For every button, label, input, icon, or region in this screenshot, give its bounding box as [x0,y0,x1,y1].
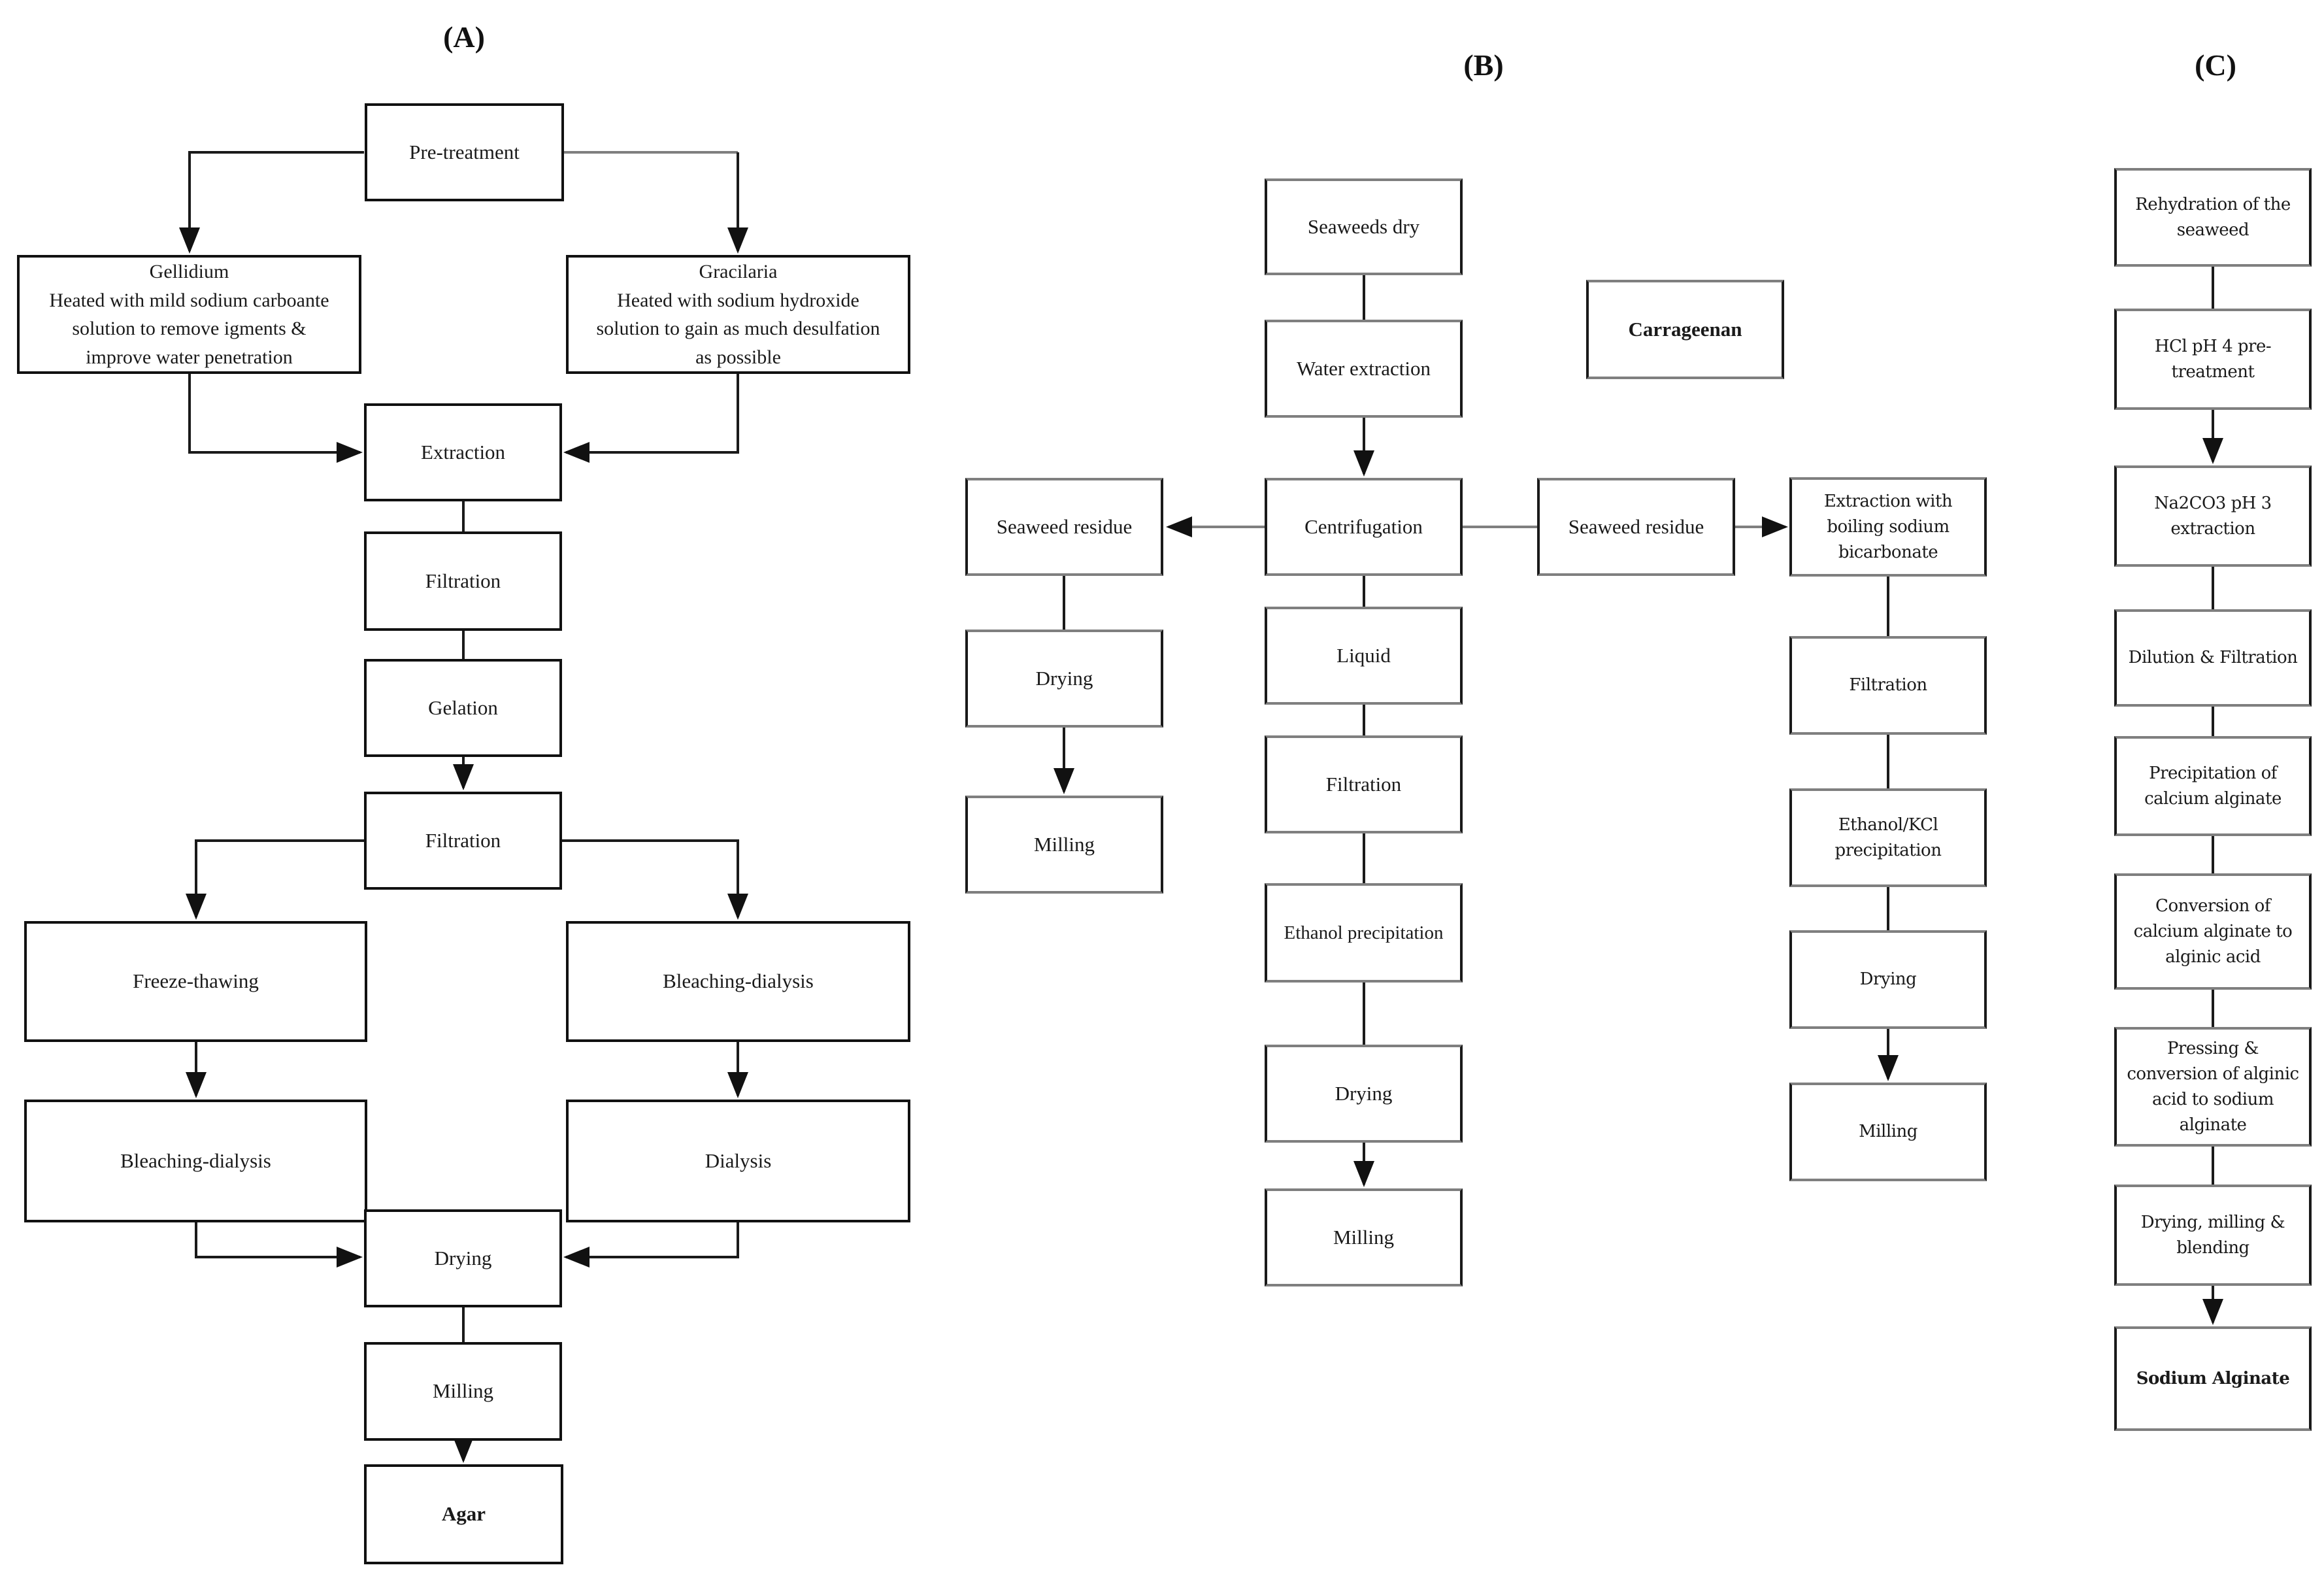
node-c-dilution-filtration-label: Dilution & Filtration [2128,648,2298,667]
node-a-pretreatment: Pre-treatment [365,103,564,201]
section-c-label: (C) [2195,48,2236,82]
node-c-drying-milling-blending-label: Drying, milling & blending [2140,1212,2285,1258]
node-b-filtration-right-label: Filtration [1849,675,1927,695]
node-a-filtration-1-label: Filtration [425,569,501,592]
node-a-filtration-2-label: Filtration [425,828,501,852]
node-b-seaweed-residue-right: Seaweed residue [1537,478,1735,576]
node-c-na2co3-extraction-label: Na2CO3 pH 3 extraction [2154,493,2272,539]
node-b-liquid: Liquid [1265,607,1463,705]
node-b-milling-left-label: Milling [1033,832,1095,856]
node-a-bleaching-dialysis-right-label: Bleaching-dialysis [663,969,814,993]
node-b-drying-right: Drying [1789,930,1987,1029]
node-a-agar-label: Agar [441,1502,486,1526]
section-b-label: (B) [1463,48,1504,82]
node-b-filtration-center-label: Filtration [1325,772,1402,796]
node-a-freeze-thawing: Freeze-thawing [24,921,367,1042]
node-b-seaweed-residue-left-label: Seaweed residue [996,514,1133,538]
node-a-gracilaria: Gracilaria Heated with sodium hydroxide … [566,255,910,374]
node-a-bleaching-dialysis-left-label: Bleaching-dialysis [120,1149,271,1172]
arrow-pretreatment-to-gellidium [179,151,364,254]
node-c-conversion-label: Conversion of calcium alginate to algini… [2133,896,2293,967]
node-b-ethanol-precipitation-label: Ethanol precipitation [1284,922,1444,943]
node-b-milling-center-label: Milling [1333,1225,1394,1249]
node-a-dialysis: Dialysis [566,1100,910,1222]
node-b-milling-left: Milling [965,796,1163,894]
node-c-sodium-alginate: Sodium Alginate [2114,1326,2312,1431]
node-c-drying-milling-blending: Drying, milling & blending [2114,1185,2312,1286]
node-b-extraction-boiling: Extraction with boiling sodium bicarbona… [1789,477,1987,577]
node-b-filtration-center: Filtration [1265,735,1463,833]
node-b-seaweeds-dry: Seaweeds dry [1265,178,1463,275]
node-a-milling: Milling [364,1342,562,1441]
node-b-drying-left: Drying [965,630,1163,728]
node-b-drying-center-label: Drying [1335,1081,1393,1105]
node-b-milling-right-label: Milling [1859,1122,1917,1141]
arrow-dialysis-to-drying [563,1222,739,1268]
node-b-seaweed-residue-right-label: Seaweed residue [1568,514,1704,538]
connectors [179,151,2223,1463]
node-c-hcl-pretreatment: HCl pH 4 pre- treatment [2114,309,2312,410]
arrow-filtration-to-bleaching-dialysis [562,839,748,920]
node-a-extraction-label: Extraction [420,440,506,463]
node-c-hcl-pretreatment-label: HCl pH 4 pre- treatment [2154,336,2272,382]
node-b-extraction-boiling-label: Extraction with boiling sodium bicarbona… [1823,491,1953,562]
node-b-milling-center: Milling [1265,1188,1463,1286]
node-c-na2co3-extraction: Na2CO3 pH 3 extraction [2114,465,2312,567]
node-a-bleaching-dialysis-right: Bleaching-dialysis [566,921,910,1042]
node-a-freeze-thawing-label: Freeze-thawing [133,969,259,993]
arrow-gellidium-to-extraction [188,374,363,463]
node-a-dialysis-label: Dialysis [705,1149,772,1172]
node-a-gelation: Gelation [364,659,562,757]
node-c-conversion: Conversion of calcium alginate to algini… [2114,873,2312,990]
node-c-pressing: Pressing & conversion of alginic acid to… [2114,1027,2312,1147]
node-a-gellidium-label: Gellidium Heated with mild sodium carboa… [49,261,329,368]
node-b-ethanol-kcl: Ethanol/KCl precipitation [1789,788,1987,887]
node-a-pretreatment-label: Pre-treatment [409,140,520,163]
node-a-milling-label: Milling [432,1379,493,1403]
node-a-gellidium: Gellidium Heated with mild sodium carboa… [17,255,361,374]
node-b-liquid-label: Liquid [1336,643,1391,667]
arrow-filtration-to-freeze-thawing [186,839,364,920]
node-c-sodium-alginate-label: Sodium Alginate [2136,1368,2290,1388]
node-b-drying-left-label: Drying [1035,666,1093,690]
node-a-drying-label: Drying [434,1246,492,1269]
node-c-pressing-label: Pressing & conversion of alginic acid to… [2127,1038,2299,1135]
node-b-carrageenan-label: Carrageenan [1628,317,1742,341]
node-b-carrageenan: Carrageenan [1586,280,1784,379]
node-b-seaweed-residue-left: Seaweed residue [965,478,1163,576]
node-b-drying-center: Drying [1265,1045,1463,1143]
node-a-extraction: Extraction [364,403,562,501]
section-a-label: (A) [443,20,485,54]
node-a-filtration-1: Filtration [364,531,562,631]
node-b-filtration-right: Filtration [1789,636,1987,735]
node-a-bleaching-dialysis-left: Bleaching-dialysis [24,1100,367,1222]
node-c-rehydration-label: Rehydration of the seaweed [2135,194,2291,240]
arrow-gracilaria-to-extraction [563,374,739,463]
node-c-precipitation-label: Precipitation of calcium alginate [2144,763,2282,809]
node-a-filtration-2: Filtration [364,792,562,890]
node-b-water-extraction: Water extraction [1265,320,1463,418]
node-b-seaweeds-dry-label: Seaweeds dry [1307,214,1420,238]
node-a-drying: Drying [364,1209,562,1307]
node-b-centrifugation-label: Centrifugation [1304,514,1423,538]
node-a-gelation-label: Gelation [428,696,498,719]
node-c-precipitation: Precipitation of calcium alginate [2114,736,2312,836]
node-b-water-extraction-label: Water extraction [1297,356,1431,380]
node-c-dilution-filtration: Dilution & Filtration [2114,609,2312,707]
node-c-rehydration: Rehydration of the seaweed [2114,168,2312,267]
node-b-milling-right: Milling [1789,1083,1987,1181]
arrow-bleaching-to-drying [195,1222,363,1268]
node-b-centrifugation: Centrifugation [1265,478,1463,576]
node-a-gracilaria-label: Gracilaria Heated with sodium hydroxide … [596,261,880,368]
node-b-ethanol-precipitation: Ethanol precipitation [1265,883,1463,983]
node-b-drying-right-label: Drying [1859,969,1917,989]
node-b-ethanol-kcl-label: Ethanol/KCl precipitation [1834,815,1942,860]
node-a-agar: Agar [364,1464,563,1564]
